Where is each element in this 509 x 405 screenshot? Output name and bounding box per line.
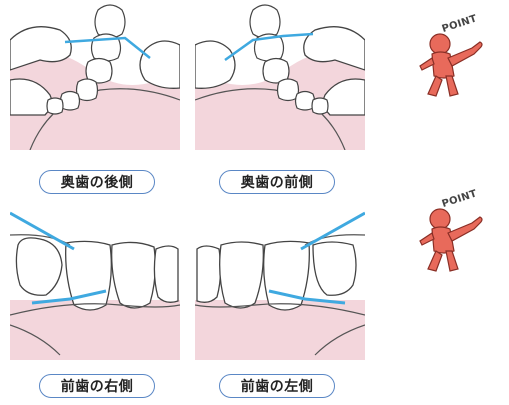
caption-front-teeth-right: 前歯の右側	[39, 374, 155, 398]
caption-back-teeth-front: 奥歯の前側	[219, 170, 335, 194]
point-mascot-top: POINT	[410, 10, 505, 105]
illustration-front-teeth-left	[195, 205, 365, 360]
point-mascot-bottom: POINT	[410, 185, 505, 280]
caption-back-teeth-rear: 奥歯の後側	[39, 170, 155, 194]
illustration-back-teeth-front	[195, 0, 365, 150]
illustration-front-teeth-right	[10, 205, 180, 360]
caption-front-teeth-left: 前歯の左側	[219, 374, 335, 398]
illustration-back-teeth-rear	[10, 0, 180, 150]
